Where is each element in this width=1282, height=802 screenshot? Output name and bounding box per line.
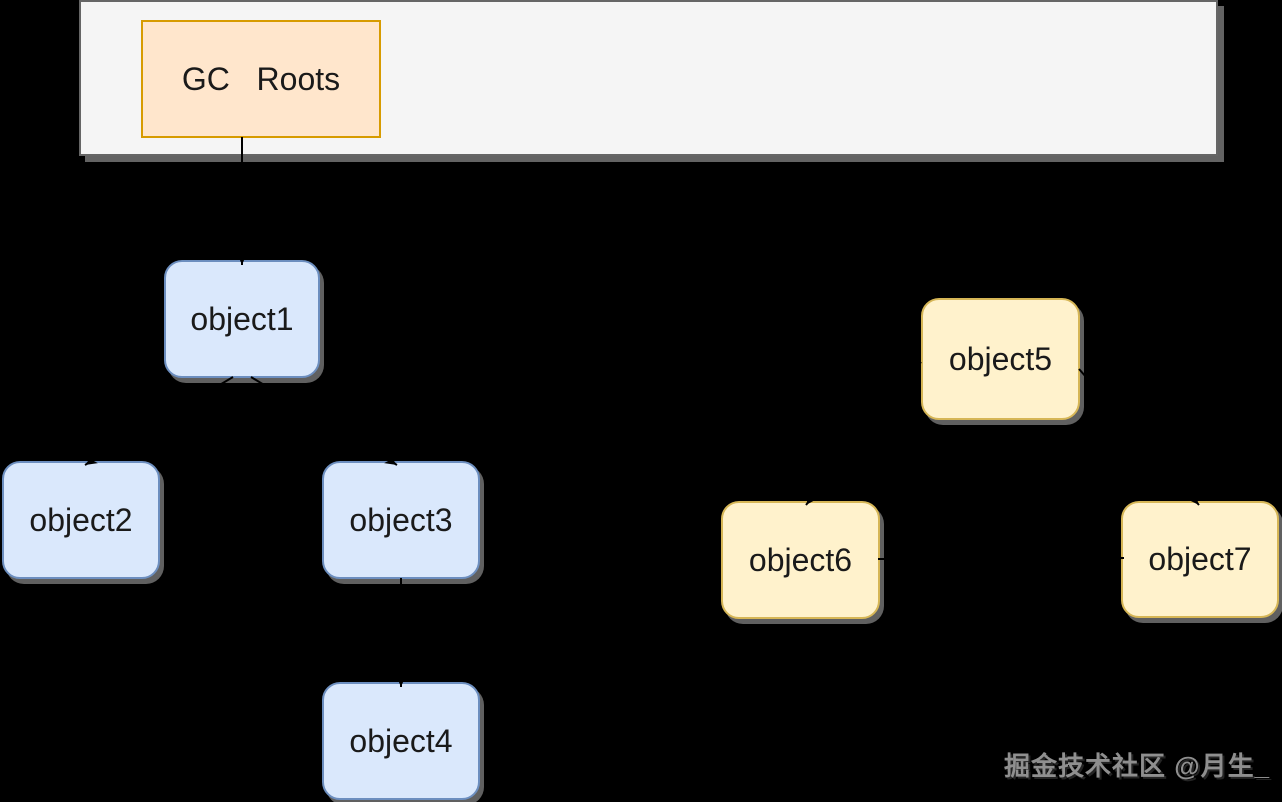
edge-object5-to-object7 [1078, 368, 1200, 506]
node-object7-label: object7 [1148, 541, 1252, 577]
watermark: 掘金技术社区 @月生_ [1004, 751, 1271, 781]
edge-object1-to-object2 [84, 376, 234, 466]
node-gc-roots-label: GC Roots [181, 60, 341, 97]
edge-object5-to-object6 [805, 361, 922, 506]
node-object1: object1 [164, 260, 320, 378]
node-gc-roots: GC Roots [141, 20, 381, 138]
node-object5-label: object5 [948, 340, 1053, 377]
edge-object6-to-object7 [877, 553, 1125, 564]
node-object1-label: object1 [190, 300, 294, 337]
node-object7: object7 [1121, 501, 1279, 618]
node-object5: object5 [921, 298, 1080, 420]
node-object6-label: object6 [748, 541, 853, 578]
node-object3: object3 [322, 461, 480, 579]
node-object2-label: object2 [29, 501, 133, 538]
node-object3-label: object3 [349, 501, 453, 538]
node-object2: object2 [2, 461, 160, 579]
edge-object1-to-object3 [250, 376, 398, 466]
node-object4: object4 [322, 682, 480, 800]
node-object4-label: object4 [349, 722, 453, 759]
node-object6: object6 [721, 501, 880, 619]
